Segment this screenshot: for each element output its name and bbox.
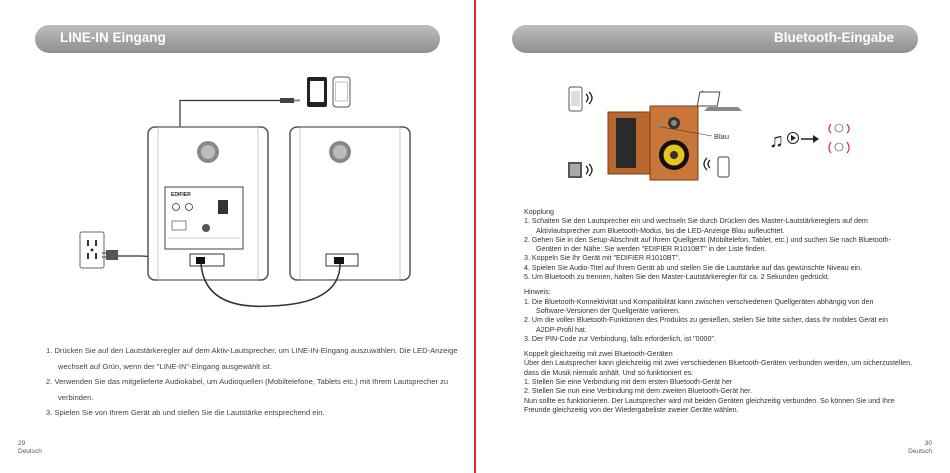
page-number-left: 29 Deutsch: [18, 440, 42, 455]
phone-icon: [332, 76, 351, 108]
passive-speaker-rear: [289, 126, 411, 281]
section-header-bar: LINE-IN Eingang: [35, 25, 440, 53]
led-label: Blau: [714, 132, 729, 141]
dual-title: Koppelt gleichzeitig mit zwei Bluetooth-…: [524, 350, 673, 359]
page-divider: [474, 0, 476, 473]
section-title: LINE-IN Eingang: [60, 30, 166, 45]
line-in-diagram: EDIFIER: [79, 76, 411, 308]
tablet-icon: [568, 162, 593, 178]
step-2-cont: verbinden.: [58, 392, 94, 402]
panel-logo: EDIFIER: [171, 192, 191, 198]
step-3: 3. Spielen Sie von Ihrem Gerät ab und st…: [46, 408, 325, 417]
section-header-bar: Bluetooth-Eingabe: [512, 25, 918, 53]
speaker-pair: [607, 105, 713, 181]
step-1-cont: wechselt auf Grün, wenn der "LINE-IN"-Ei…: [58, 361, 272, 371]
bluetooth-diagram: Blau ♫: [568, 86, 850, 181]
phone-icon: [568, 86, 593, 112]
notes-title: Hinweis:: [524, 288, 551, 297]
left-page: LINE-IN Eingang: [0, 0, 474, 473]
music-bluetooth-icon: ♫: [769, 123, 850, 154]
step-1: 1. Drücken Sie auf den Lautstärkeregler …: [46, 346, 458, 355]
phone-icon: [703, 156, 730, 178]
line-in-steps: 1. Drücken Sie auf den Lautstärkeregler …: [46, 343, 466, 421]
laptop-icon: [696, 90, 742, 111]
bluetooth-instructions: Kopplung 1. Schalten Sie den Lautspreche…: [524, 208, 924, 415]
audio-jack-icon: [280, 98, 300, 103]
svg-text:♫: ♫: [769, 130, 784, 152]
step-2: 2. Verwenden Sie das mitgelieferte Audio…: [46, 377, 449, 386]
active-speaker-rear: EDIFIER: [147, 126, 269, 281]
tablet-icon: [307, 77, 327, 107]
section-title: Bluetooth-Eingabe: [774, 30, 894, 45]
wall-outlet-icon: [79, 231, 118, 269]
speaker-cable: [200, 263, 341, 308]
pairing-title: Kopplung: [524, 208, 554, 216]
page-number-right: 30 Deutsch: [908, 440, 932, 455]
right-page: Bluetooth-Eingabe: [476, 0, 950, 473]
